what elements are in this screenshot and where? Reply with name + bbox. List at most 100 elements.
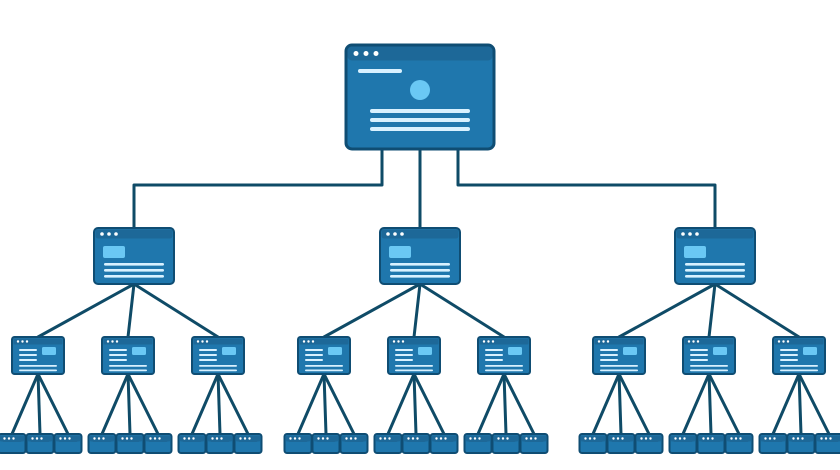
section-center-image-icon — [389, 246, 411, 258]
connector-subpage-9-to-leaf-25 — [771, 372, 801, 436]
subpage-7-window-dot-1 — [597, 340, 601, 343]
leaf-23-window-dot-3 — [711, 437, 714, 440]
leaf-23 — [696, 433, 726, 454]
leaf-8-title-line — [210, 440, 230, 442]
leaf-26-title-line — [791, 440, 811, 442]
leaf-16-title-line — [468, 440, 488, 442]
subpage-3-text-line-1 — [199, 349, 217, 351]
subpage-5 — [387, 336, 441, 375]
subpage-9-text-line-2 — [780, 354, 798, 356]
leaf-19-window-dot-2 — [588, 437, 592, 440]
section-left-text-line-1 — [104, 263, 164, 266]
leaf-19-window-dot-3 — [593, 437, 596, 440]
leaf-7-window-dot-2 — [187, 437, 191, 440]
subpage-8-window-dot-1 — [687, 340, 691, 343]
subpage-6-text-line-3 — [485, 359, 503, 361]
leaf-10-title-line — [288, 440, 308, 442]
subpage-8-text-line-2 — [690, 354, 708, 356]
subpage-4-title-bar — [299, 338, 349, 345]
leaf-14-window-dot-3 — [416, 437, 419, 440]
subpage-2-frame — [101, 336, 155, 375]
connector-subpage-2-to-leaf-4 — [100, 372, 130, 436]
section-center-text-line-1 — [390, 263, 450, 266]
subpage-7-body-line-2 — [600, 369, 638, 372]
subpage-5-body-line-1 — [395, 365, 433, 367]
subpage-2-title-bar — [103, 338, 153, 345]
leaf-7-window-dot-1 — [183, 437, 186, 440]
subpage-4-text-line-3 — [305, 359, 323, 361]
section-center-title-bar — [381, 229, 459, 239]
subpage-1 — [11, 336, 65, 375]
section-center-text-line-3 — [390, 275, 450, 278]
leaf-11-window-dot-1 — [317, 437, 320, 440]
root-page-text-line-1 — [370, 109, 470, 113]
subpage-4 — [297, 336, 351, 375]
leaf-23-title-line — [701, 440, 721, 442]
leaf-4-window-dot-3 — [102, 437, 105, 440]
subpage-4-image-icon — [328, 347, 342, 355]
leaf-7-window-dot-3 — [192, 437, 195, 440]
subpage-1-window-dot-2 — [21, 340, 24, 343]
leaf-18-window-dot-3 — [534, 437, 537, 440]
leaf-8-window-dot-1 — [211, 437, 214, 440]
leaf-27-window-dot-1 — [820, 437, 823, 440]
subpage-7-frame — [592, 336, 646, 375]
connector-section-right-to-subpage-9 — [713, 282, 801, 339]
section-left-text-line-2 — [104, 269, 164, 272]
root-page-window-dot-3 — [373, 51, 379, 56]
subpage-8 — [682, 336, 736, 375]
section-right-window-dot-1 — [681, 232, 685, 236]
leaf-12 — [339, 433, 369, 454]
subpage-4-body-line-1 — [305, 365, 343, 367]
leaf-25-title-line — [763, 440, 783, 442]
subpage-8-text-line-3 — [690, 359, 708, 361]
subpage-4-window-dot-2 — [307, 340, 310, 343]
leaf-2-window-dot-2 — [35, 437, 39, 440]
subpage-9-image-icon — [803, 347, 817, 355]
subpage-1-text-line-1 — [19, 349, 37, 351]
leaf-27 — [814, 433, 840, 454]
root-page-title-line — [358, 69, 402, 73]
leaf-17-window-dot-1 — [497, 437, 500, 440]
subpage-9-body-line-2 — [780, 369, 818, 372]
leaf-14-window-dot-2 — [411, 437, 415, 440]
subpage-9-frame — [772, 336, 826, 375]
leaf-16-window-dot-1 — [469, 437, 472, 440]
leaf-20 — [606, 433, 636, 454]
subpage-9-window-dot-2 — [782, 340, 785, 343]
leaf-12-title-line — [344, 440, 364, 442]
connector-subpage-7-to-leaf-19 — [591, 372, 621, 436]
subpage-4-body-line-2 — [305, 369, 343, 372]
root-page — [344, 43, 496, 151]
subpage-4-frame — [297, 336, 351, 375]
leaf-11-window-dot-3 — [326, 437, 329, 440]
connector-subpage-8-to-leaf-24 — [707, 372, 741, 436]
subpage-1-body-line-1 — [19, 365, 57, 367]
connector-group — [10, 147, 831, 436]
leaf-18-window-dot-1 — [525, 437, 528, 440]
subpage-6-frame — [477, 336, 531, 375]
leaf-4-window-dot-1 — [93, 437, 96, 440]
leaf-17 — [491, 433, 521, 454]
subpage-6-body-line-2 — [485, 369, 523, 372]
leaf-20-title-line — [611, 440, 631, 442]
leaf-15-title-line — [434, 440, 454, 442]
leaf-27-window-dot-3 — [829, 437, 832, 440]
leaf-16 — [463, 433, 493, 454]
subpage-6-body-line-1 — [485, 365, 523, 367]
subpage-1-frame — [11, 336, 65, 375]
leaf-12-window-dot-1 — [345, 437, 348, 440]
connector-subpage-7-to-leaf-21 — [617, 372, 651, 436]
subpage-2-window-dot-2 — [111, 340, 114, 343]
leaf-9-window-dot-2 — [243, 437, 247, 440]
leaf-2-title-line — [30, 440, 50, 442]
leaf-25-window-dot-3 — [773, 437, 776, 440]
leaf-23-window-dot-2 — [706, 437, 710, 440]
leaf-26-window-dot-3 — [801, 437, 804, 440]
leaf-10-window-dot-2 — [293, 437, 297, 440]
subpage-3-body-line-1 — [199, 365, 237, 367]
section-right-image-icon — [684, 246, 706, 258]
leaf-19 — [578, 433, 608, 454]
leaf-9 — [233, 433, 263, 454]
